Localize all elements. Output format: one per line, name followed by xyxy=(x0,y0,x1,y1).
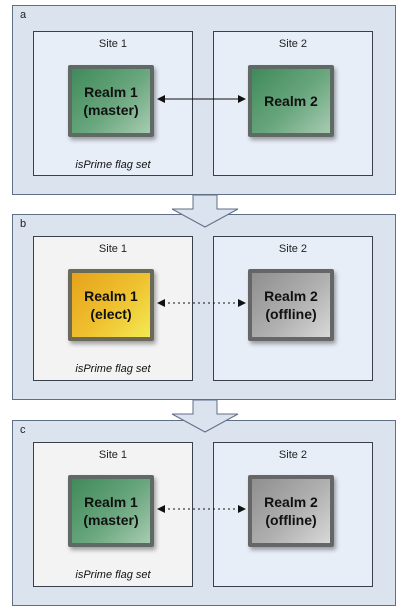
site-1-title: Site 1 xyxy=(98,243,128,255)
site-2-title: Site 2 xyxy=(278,243,308,255)
site-2-box: Site 2 Realm 2 (offline) xyxy=(213,236,373,381)
panel-label: b xyxy=(20,218,27,230)
site-1-box: Site 1 Realm 1 (master) isPrime flag set xyxy=(33,442,193,587)
site-1-box: Site 1 Realm 1 (elect) isPrime flag set xyxy=(33,236,193,381)
panel-a: a Site 1 Realm 1 (master) isPrime flag s… xyxy=(12,5,396,195)
transition-arrow-a-to-b xyxy=(171,194,239,228)
isprime-flag-label: isPrime flag set xyxy=(75,569,151,581)
realm-1-node: Realm 1 (elect) xyxy=(68,269,154,341)
isprime-flag-label: isPrime flag set xyxy=(75,159,151,171)
realm-2-node: Realm 2 (offline) xyxy=(248,269,334,341)
panel-label: a xyxy=(20,9,27,21)
site-2-box: Site 2 Realm 2 xyxy=(213,31,373,176)
panel-c: c Site 1 Realm 1 (master) isPrime flag s… xyxy=(12,420,396,606)
panel-b: b Site 1 Realm 1 (elect) isPrime flag se… xyxy=(12,214,396,400)
site-2-title: Site 2 xyxy=(278,449,308,461)
site-1-title: Site 1 xyxy=(98,449,128,461)
site-2-title: Site 2 xyxy=(278,38,308,50)
panel-label: c xyxy=(20,424,26,436)
site-1-box: Site 1 Realm 1 (master) isPrime flag set xyxy=(33,31,193,176)
realm-1-node: Realm 1 (master) xyxy=(68,475,154,547)
realm-1-node: Realm 1 (master) xyxy=(68,65,154,137)
realm-2-node: Realm 2 (offline) xyxy=(248,475,334,547)
site-2-box: Site 2 Realm 2 (offline) xyxy=(213,442,373,587)
isprime-flag-label: isPrime flag set xyxy=(75,363,151,375)
site-1-title: Site 1 xyxy=(98,38,128,50)
realm-2-node: Realm 2 xyxy=(248,65,334,137)
transition-arrow-b-to-c xyxy=(171,399,239,433)
